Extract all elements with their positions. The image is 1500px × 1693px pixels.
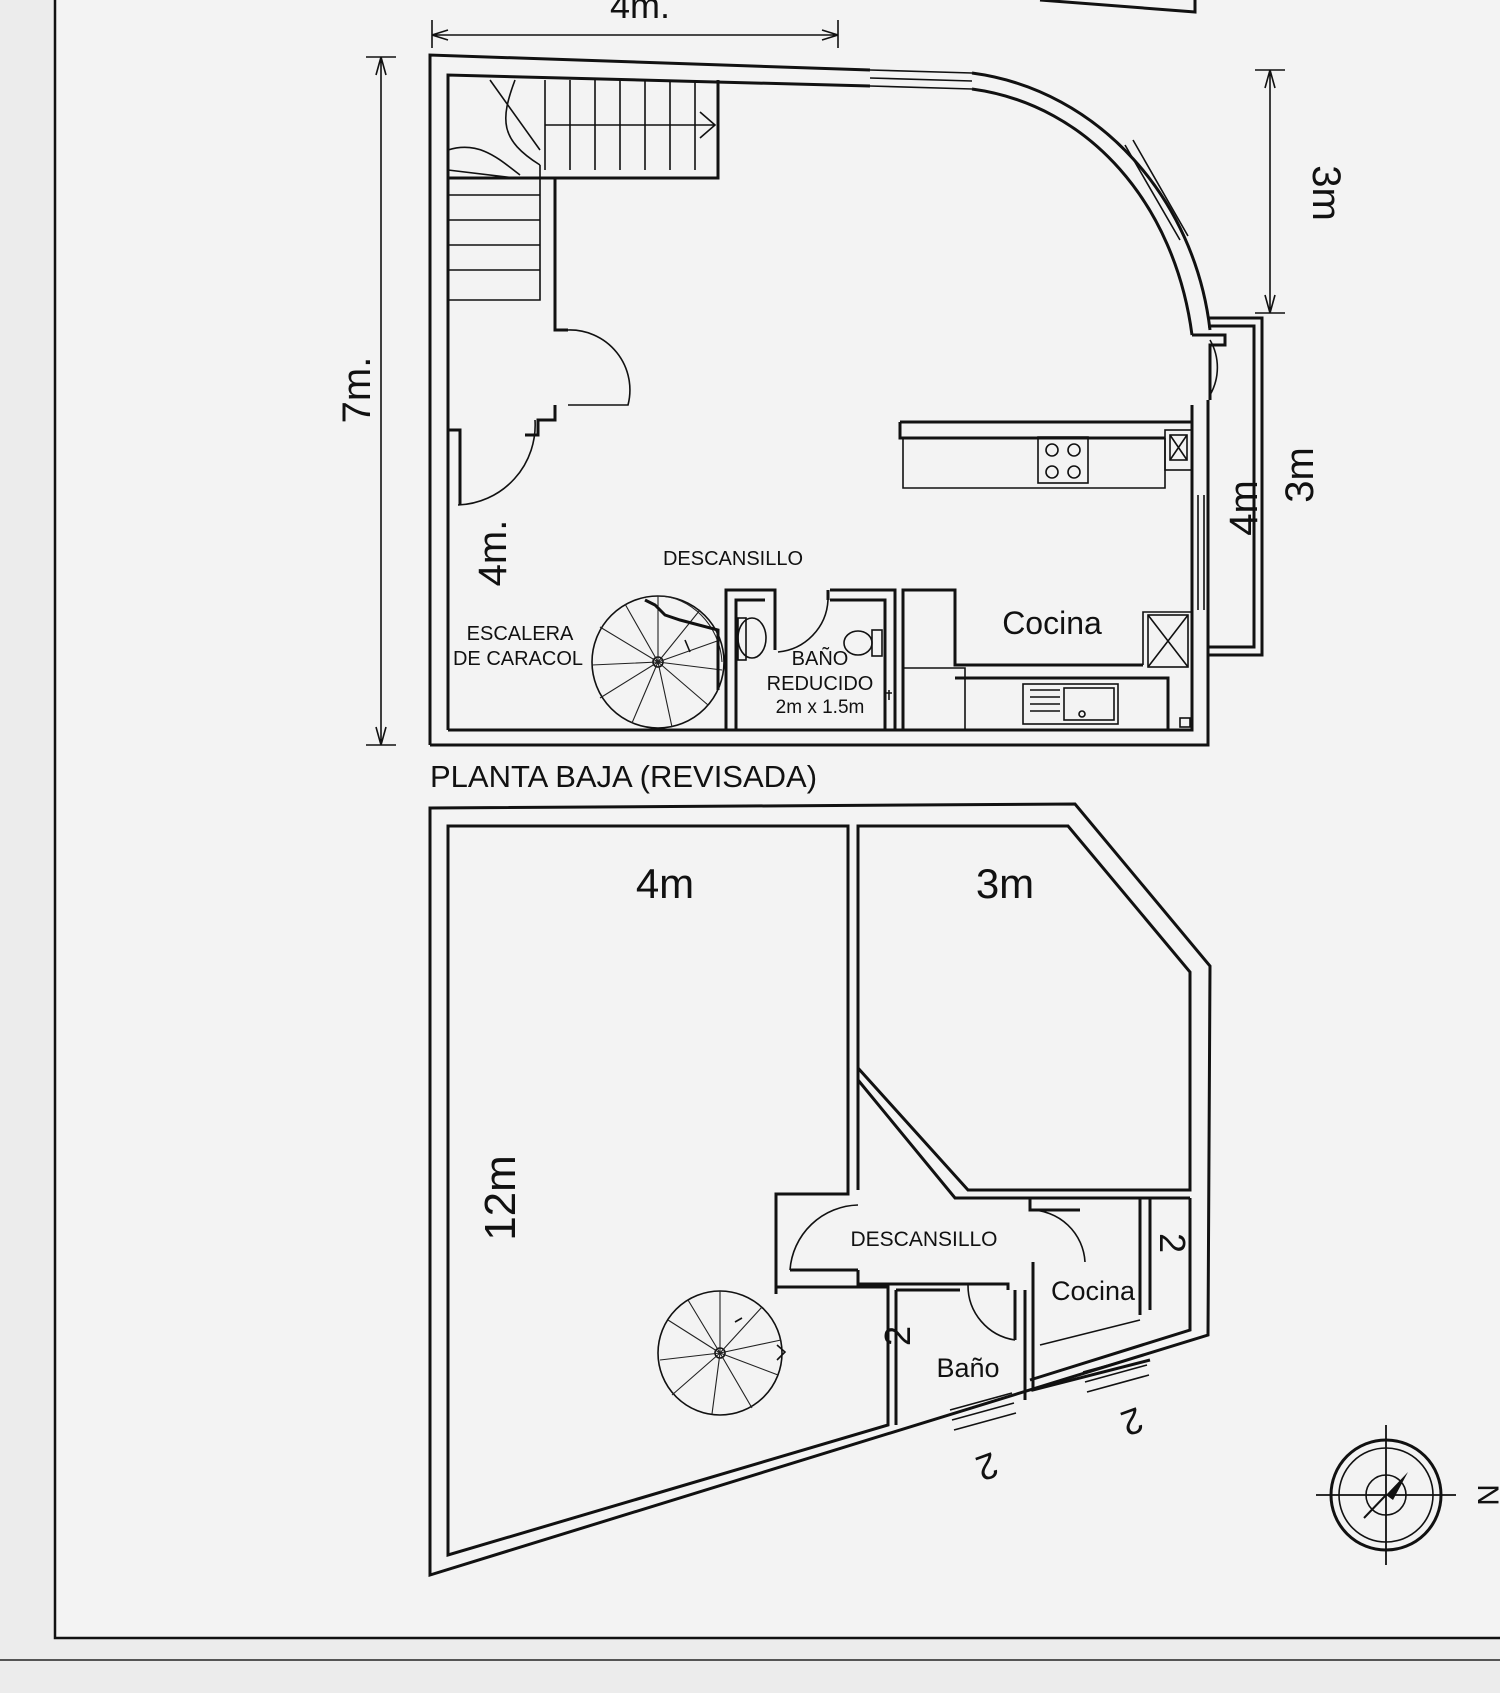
upper-lower-door-swing bbox=[457, 419, 536, 506]
upper-dim-right-lower: 3m bbox=[1278, 447, 1322, 503]
bath-wall-left-inner bbox=[734, 598, 765, 730]
upper-cabinet-icon bbox=[1164, 429, 1193, 471]
upper-dim-right-upper: 3m bbox=[1304, 165, 1348, 221]
balcony-rail-outer bbox=[1208, 316, 1264, 657]
top-fragment bbox=[1039, 0, 1197, 14]
lower-kitchen-left-wall bbox=[1031, 1262, 1151, 1392]
kitchen-left-block bbox=[901, 588, 1143, 730]
upper-left-door-swing bbox=[567, 329, 631, 406]
lower-stair-arrows bbox=[734, 1317, 787, 1361]
bath-door-jamb bbox=[773, 590, 830, 650]
upper-label-bath-1: BAÑO bbox=[792, 646, 849, 670]
lower-dim-left: 12m bbox=[476, 1155, 525, 1241]
lower-bath-door-jamb bbox=[1013, 1290, 1027, 1400]
lower-landing-bottom-wall bbox=[856, 1270, 1010, 1290]
compass-north-label: N bbox=[1471, 1484, 1500, 1506]
counter-top-inner bbox=[898, 422, 1165, 440]
upper-outer-wall-left-top bbox=[428, 53, 871, 745]
lower-bath-window bbox=[949, 1392, 1017, 1431]
lower-kitchen-counter bbox=[1039, 1319, 1141, 1346]
upper-right-window bbox=[1197, 495, 1205, 610]
upper-curved-wall-inner bbox=[971, 87, 1194, 336]
upper-dim-inner-left: 4m. bbox=[471, 520, 515, 587]
stair-lower-flight-edge bbox=[448, 165, 541, 301]
upper-dimension-lines bbox=[366, 20, 1285, 746]
upper-dim-inner-right: 4m bbox=[1222, 480, 1266, 536]
upper-label-bath-2: REDUCIDO bbox=[767, 673, 874, 695]
lower-bath-wall bbox=[894, 1288, 960, 1425]
sheet-frame bbox=[53, 0, 1500, 1640]
kitchen-left-cabinet bbox=[903, 667, 966, 730]
kitchen-lower-counter bbox=[955, 676, 1170, 730]
upper-dim-top: 4m. bbox=[610, 0, 670, 26]
lower-dim-kitchen: 2 bbox=[1152, 1233, 1193, 1253]
lower-kitchen-window bbox=[1082, 1354, 1150, 1393]
spiral-stair-rail bbox=[644, 598, 720, 690]
upper-label-landing: DESCANSILLO bbox=[663, 548, 803, 570]
lower-label-kitchen: Cocina bbox=[1051, 1276, 1136, 1306]
bath-wall-right bbox=[830, 588, 897, 730]
upper-outer-wall-right-bottom bbox=[430, 400, 1210, 747]
lower-kitchen-right-wall bbox=[1138, 1198, 1152, 1315]
lower-outer-wall bbox=[428, 802, 1212, 1578]
upper-right-door-jamb bbox=[1192, 333, 1227, 400]
lower-landing-arc bbox=[789, 1204, 859, 1271]
upper-left-door-jamb bbox=[448, 428, 462, 505]
plan-title: PLANTA BAJA (REVISADA) bbox=[430, 759, 817, 794]
upper-label-kitchen: Cocina bbox=[1002, 605, 1102, 641]
stair-treads bbox=[447, 79, 717, 271]
upper-top-window bbox=[869, 69, 973, 90]
stair-wall-step bbox=[525, 405, 557, 437]
upper-inner-wall-right-bottom bbox=[448, 405, 1194, 732]
sink-icon bbox=[1022, 683, 1119, 725]
upper-label-bath-3: 2m x 1.5m bbox=[776, 697, 865, 718]
upper-right-door-swing bbox=[1209, 339, 1219, 396]
lower-dim-top-left: 4m bbox=[636, 860, 694, 907]
upper-plan: 4m. 7m. 3m 3m 4m. 4m DESCANSILLO ESCALER… bbox=[335, 0, 1348, 747]
upper-dim-left: 7m. bbox=[335, 357, 379, 424]
stair-straight-edge bbox=[448, 80, 720, 180]
lower-bath-door-arc bbox=[967, 1284, 1016, 1341]
upper-label-stair-2: DE CARACOL bbox=[453, 648, 583, 670]
lower-dim-top-right: 3m bbox=[976, 860, 1034, 907]
kitchen-right-cabinet-edge bbox=[1142, 611, 1192, 665]
upper-curved-window bbox=[1124, 139, 1189, 241]
lower-kitchen-door-arc bbox=[1029, 1209, 1086, 1263]
lower-diagonal-wall bbox=[856, 1079, 1190, 1200]
balcony-rail-inner bbox=[1208, 324, 1256, 649]
stair-partition-wall bbox=[553, 178, 568, 332]
lower-plan: 4m 3m 12m DESCANSILLO Cocina Baño 2 2 2 … bbox=[428, 802, 1212, 1578]
bath-door-swing bbox=[777, 599, 829, 653]
cooktop-icon bbox=[1037, 436, 1089, 484]
upper-inner-wall-left-top bbox=[446, 73, 871, 730]
lower-kitchen-bottom-wall bbox=[1029, 1198, 1192, 1382]
lower-label-landing: DESCANSILLO bbox=[850, 1228, 997, 1251]
lower-dim-bath: 2 bbox=[877, 1326, 918, 1346]
lower-label-bath: Baño bbox=[936, 1353, 999, 1383]
upper-label-stair-1: ESCALERA bbox=[467, 623, 574, 645]
fridge-icon bbox=[1147, 614, 1189, 668]
compass-rose-icon bbox=[1316, 1425, 1456, 1565]
